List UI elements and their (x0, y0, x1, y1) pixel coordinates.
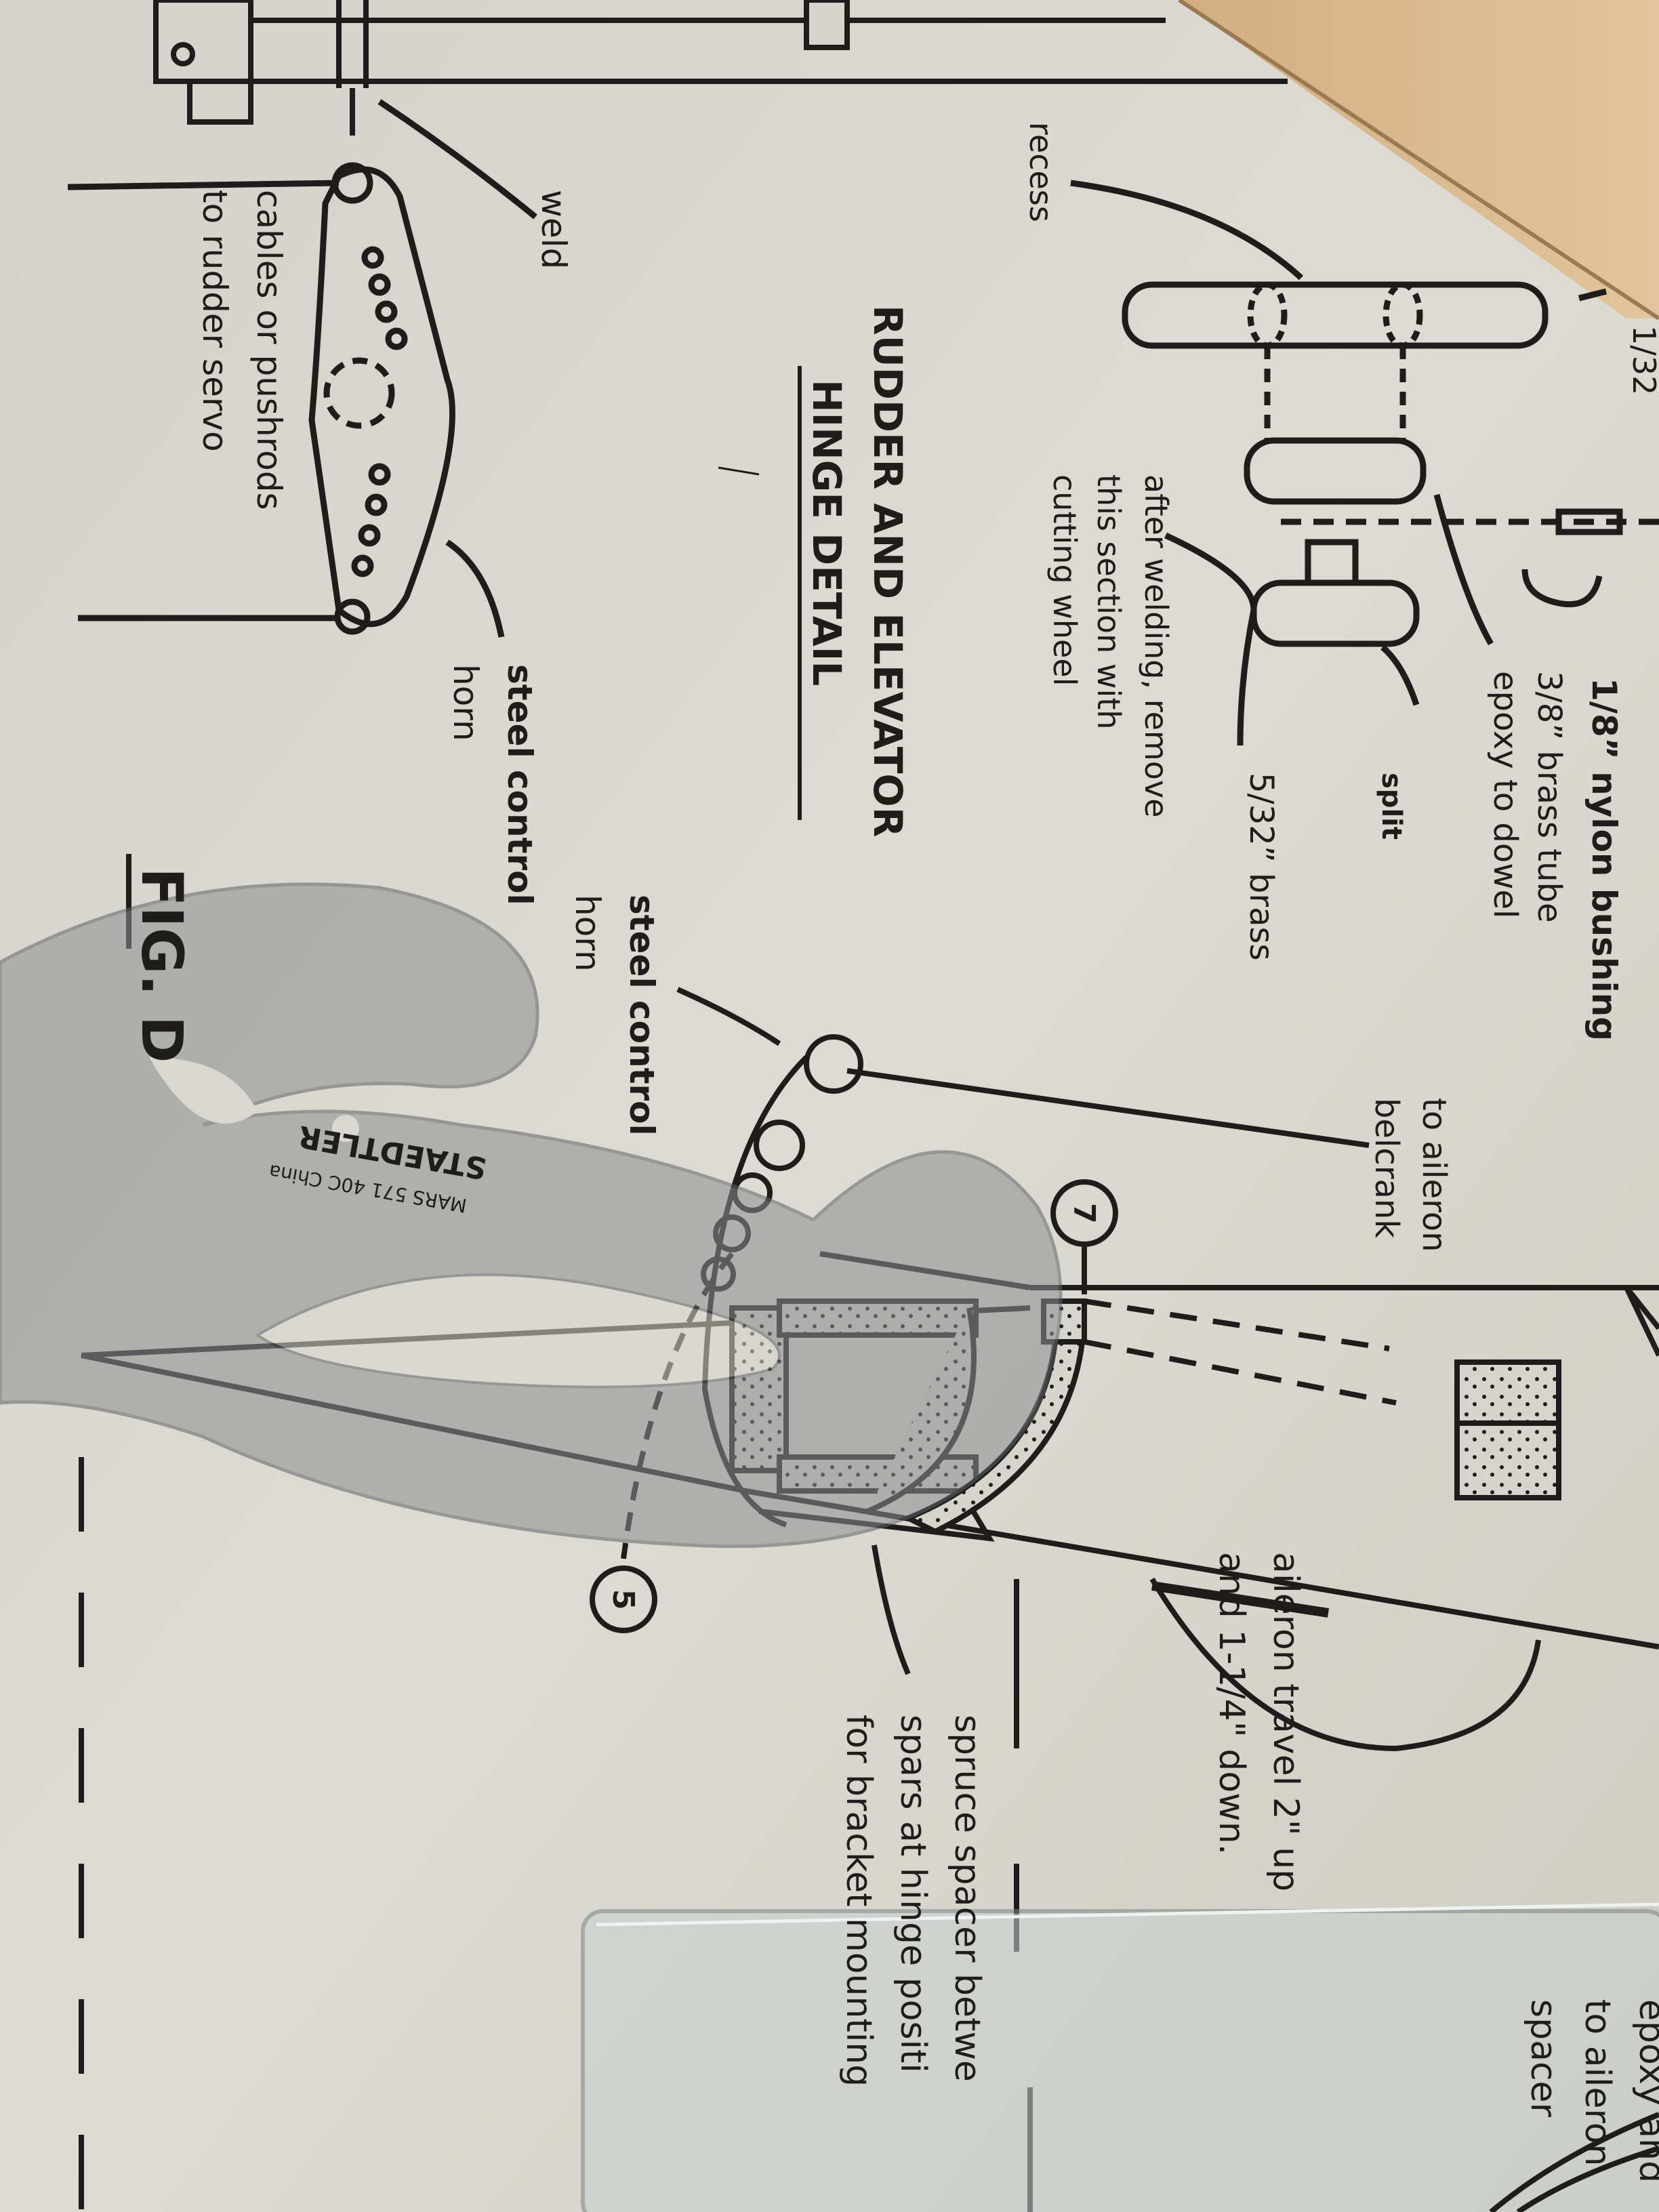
label-brass-tube-line1: 3/8” brass tube (1530, 671, 1568, 923)
label-epoxy-line3: spacer (1523, 1999, 1563, 2118)
label-recess: recess (1023, 122, 1059, 222)
label-nylon-bushing: 1/8” nylon bushing (1584, 678, 1624, 1041)
label-after-welding-line1: after welding, remove (1138, 474, 1174, 817)
label-steel-horn-mid-line2: horn (568, 895, 607, 972)
label-steel-horn-mid-line1: steel control (622, 895, 661, 1136)
label-brass-532: 5/32” brass (1242, 773, 1280, 961)
label-steel-horn-left-line1: steel control (500, 664, 539, 905)
label-epoxy-line2: to aileron (1577, 1999, 1618, 2167)
label-epoxy-line1: epoxy and (1631, 1999, 1659, 2183)
torque-rod-assembly (153, 0, 1288, 136)
label-cables-line2: to rudder servo (195, 190, 234, 452)
hinge-parts-drawing (1070, 180, 1659, 746)
label-after-welding-line3: cutting wheel (1046, 474, 1083, 686)
glass-plate (581, 1902, 1659, 2212)
label-to-aileron-line2: belcrank (1368, 1098, 1406, 1238)
label-to-aileron-line1: to aileron (1415, 1098, 1453, 1252)
title-line1: RUDDER AND ELEVATOR (865, 305, 911, 837)
label-brass-tube-line2: epoxy to dowel (1486, 671, 1524, 918)
label-after-welding-line2: this section with (1090, 474, 1127, 729)
rudder-horn-drawing (67, 99, 537, 638)
label-cables-line1: cables or pushrods (249, 190, 289, 510)
label-spruce-line3: for bracket mounting (838, 1715, 879, 2087)
label-fig-d: FIG. D (129, 867, 195, 1063)
label-travel-line2: and 1-1/4" down. (1211, 1552, 1252, 1855)
french-curve-template (0, 882, 1063, 1549)
label-split: split (1376, 773, 1407, 840)
label-spruce-line1: spruce spacer betwe (947, 1715, 987, 2082)
title-line2: HINGE DETAIL (804, 380, 850, 686)
label-steel-horn-left-line2: horn (446, 664, 485, 741)
callout-7: 7 (1067, 1203, 1101, 1224)
label-weld: weld (534, 190, 573, 269)
callout-5: 5 (606, 1589, 640, 1610)
label-travel-line1: aileron travel 2" up (1265, 1552, 1306, 1891)
label-spruce-line2: spars at hinge positi (893, 1715, 933, 2073)
top-fraction-label: 1/32 (1626, 325, 1659, 395)
